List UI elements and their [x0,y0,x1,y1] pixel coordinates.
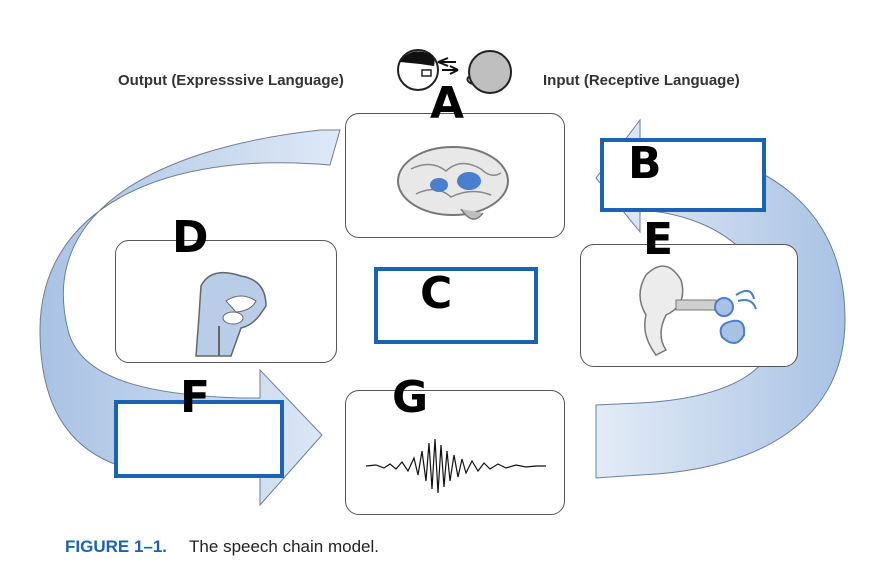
waveform-icon [366,438,546,494]
vocal-tract-card [115,240,337,363]
letter-a: A [430,78,465,129]
vocal-tract-icon [195,271,267,357]
label-box-f [114,400,284,478]
output-label: Output (Expresssive Language) [118,72,344,89]
figure-caption: FIGURE 1–1. The speech chain model. [65,537,379,557]
brain-card [345,113,565,238]
ear-icon [639,265,757,356]
letter-d: D [172,212,209,263]
waveform-card [345,390,565,515]
label-box-c [374,267,538,344]
letter-f: F [180,372,211,423]
letter-c: C [420,268,453,319]
caption-text: The speech chain model. [189,537,379,556]
label-box-b [600,138,766,212]
two-heads-icon [397,49,512,94]
ear-card [580,244,798,367]
brain-icon [397,146,509,220]
input-label: Input (Receptive Language) [543,72,740,89]
letter-b: B [628,138,662,189]
letter-e: E [643,214,674,265]
letter-g: G [392,372,429,423]
figure-number: FIGURE 1–1. [65,537,168,556]
